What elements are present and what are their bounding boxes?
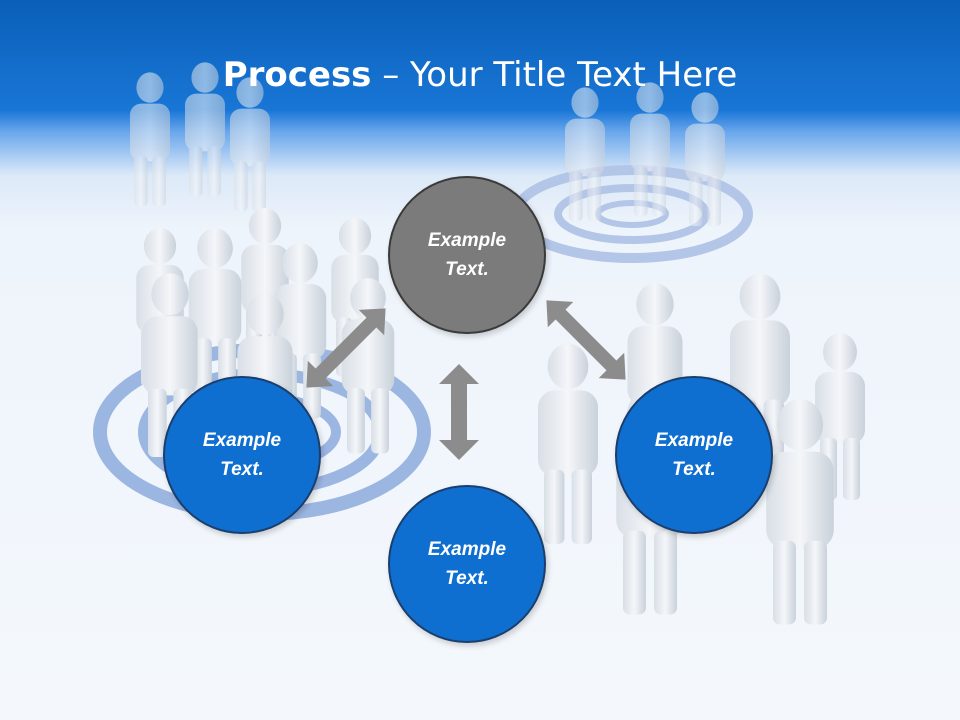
process-node-bottom: Example Text. (388, 485, 546, 643)
node-label: Example Text. (202, 430, 282, 480)
node-label: Example Text. (427, 230, 507, 280)
node-label: Example Text. (654, 430, 734, 480)
double-arrow-icon (546, 300, 626, 380)
process-node-top: Example Text. (388, 176, 546, 334)
double-arrow-icon (439, 364, 479, 460)
double-arrow-icon (306, 308, 386, 388)
title-bold: Process (222, 55, 372, 95)
node-label: Example Text. (427, 539, 507, 589)
title-rest: – Your Title Text Here (371, 55, 738, 95)
process-node-left: Example Text. (163, 376, 321, 534)
slide-title: Process – Your Title Text Here (0, 52, 960, 98)
process-node-right: Example Text. (615, 376, 773, 534)
